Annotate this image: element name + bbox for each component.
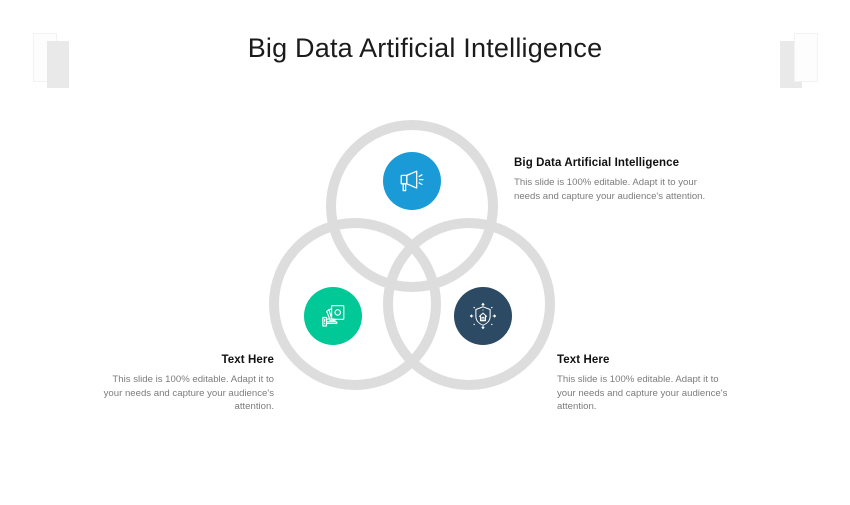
megaphone-icon bbox=[397, 166, 427, 196]
text-block-right-body: This slide is 100% editable. Adapt it to… bbox=[557, 374, 728, 413]
page-title: Big Data Artificial Intelligence bbox=[247, 33, 603, 63]
text-block-top-body: This slide is 100% editable. Adapt it to… bbox=[514, 177, 706, 202]
icon-disc-top[interactable] bbox=[383, 152, 441, 210]
text-block-top-heading: Big Data Artificial Intelligence bbox=[514, 157, 680, 169]
text-block-top: Big Data Artificial Intelligence This sl… bbox=[514, 157, 714, 203]
text-block-left: Text Here This slide is 100% editable. A… bbox=[96, 354, 274, 414]
text-block-left-body: This slide is 100% editable. Adapt it to… bbox=[103, 374, 274, 413]
decorative-bar-top-right-light bbox=[794, 33, 818, 82]
text-block-right: Text Here This slide is 100% editable. A… bbox=[557, 354, 739, 414]
venn-circle-right bbox=[383, 218, 555, 390]
icon-disc-left[interactable] bbox=[304, 287, 362, 345]
decorative-bar-top-left-gray bbox=[47, 41, 69, 88]
icon-disc-right[interactable] bbox=[454, 287, 512, 345]
text-block-right-heading: Text Here bbox=[557, 354, 610, 366]
text-block-left-heading: Text Here bbox=[221, 354, 274, 366]
venn-diagram bbox=[264, 115, 560, 395]
shield-house-icon bbox=[468, 301, 498, 331]
hand-holding-money-icon bbox=[318, 301, 348, 331]
